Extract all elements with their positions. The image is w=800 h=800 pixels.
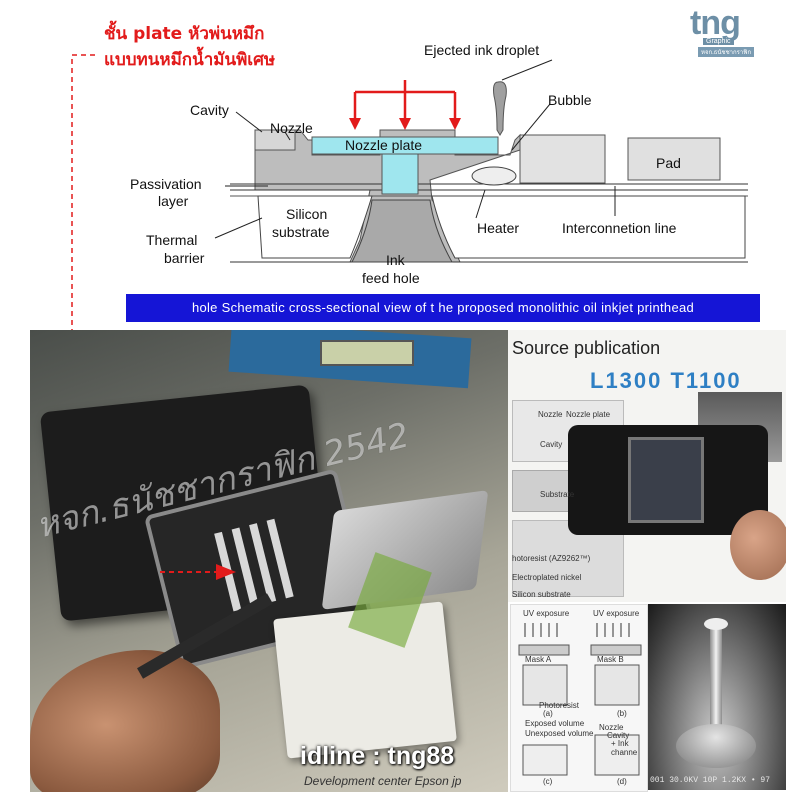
lcd-display bbox=[320, 340, 414, 366]
left-block bbox=[254, 129, 296, 151]
label-passivation-1: Passivation bbox=[130, 176, 202, 192]
src-substrate: Substrate bbox=[540, 490, 575, 499]
uv-c: (c) bbox=[543, 777, 553, 786]
label-passivation-2: layer bbox=[158, 193, 189, 209]
silicon-right bbox=[431, 195, 746, 259]
uv-label-1: UV exposure bbox=[523, 609, 570, 618]
label-heater: Heater bbox=[477, 220, 520, 236]
uv-arrows bbox=[518, 623, 642, 776]
cross-section-diagram bbox=[71, 54, 748, 330]
finger bbox=[730, 510, 786, 580]
uv-photoresist: Photoresist bbox=[539, 701, 580, 710]
uv-label-2: UV exposure bbox=[593, 609, 640, 618]
development-center: Development center Epson jp bbox=[304, 774, 462, 788]
model-label: L1300 T1100 bbox=[590, 368, 742, 393]
uv-b: (b) bbox=[617, 709, 627, 718]
uv-unexposed: Unexposed volume bbox=[525, 729, 594, 738]
src-silicon: Silicon substrate bbox=[512, 590, 571, 599]
uv-a: (a) bbox=[543, 709, 553, 718]
sem-base bbox=[676, 724, 756, 768]
label-thermal-1: Thermal bbox=[146, 232, 198, 248]
bubble-shape bbox=[471, 166, 517, 186]
uv-nozzle: Nozzle bbox=[599, 723, 624, 732]
sem-cap bbox=[704, 618, 728, 630]
uv-cavity: Cavity bbox=[607, 731, 630, 740]
tng-logo: tng bbox=[690, 4, 741, 42]
label-interconnect: Interconnetion line bbox=[562, 220, 677, 236]
printhead-photo: หจก.ธนัชชากราฟิก 2542 bbox=[30, 330, 508, 792]
src-photoresist: hotoresist (AZ9262™) bbox=[512, 554, 591, 563]
nozzle-plate-stem bbox=[381, 153, 419, 195]
ink-droplet bbox=[493, 81, 507, 136]
hand bbox=[30, 650, 220, 792]
sem-image: 001 30.0KV 10P 1.2KX • 97 bbox=[648, 604, 786, 790]
label-ejected: Ejected ink droplet bbox=[424, 42, 540, 58]
label-leaders bbox=[214, 59, 616, 239]
logo-sub-thai: หจก.ธนัชชากราฟิก bbox=[698, 47, 755, 57]
silicon-left bbox=[257, 195, 373, 259]
label-nozzle: Nozzle bbox=[270, 120, 313, 136]
head-photo bbox=[568, 425, 768, 535]
src-nickel: Electroplated nickel bbox=[512, 573, 582, 582]
uv-exposed: Exposed volume bbox=[525, 719, 585, 728]
idline-text: idline : tng88 bbox=[300, 742, 455, 770]
source-title: Source publication bbox=[512, 338, 661, 358]
uv-ink-channel: + Ink channe bbox=[611, 739, 638, 757]
mask-a: Mask A bbox=[525, 655, 552, 664]
label-ink-1: Ink bbox=[386, 252, 405, 268]
sem-caption: 001 30.0KV 10P 1.2KX • 97 bbox=[650, 776, 771, 785]
mask-b: Mask B bbox=[597, 655, 624, 664]
source-publication-panel bbox=[508, 330, 786, 602]
label-cavity: Cavity bbox=[190, 102, 229, 118]
label-ink-2: feed hole bbox=[362, 270, 420, 286]
src-cavity: Cavity bbox=[540, 440, 563, 449]
uv-process-diagram: UV exposure UV exposure Mask A Mask B Ph… bbox=[510, 604, 648, 792]
uv-d: (d) bbox=[617, 777, 627, 786]
pad-block bbox=[627, 137, 721, 181]
thai-title-line1: ชั้น plate หัวพ่นหมึก bbox=[104, 24, 265, 44]
right-block bbox=[519, 134, 606, 184]
label-bubble: Bubble bbox=[548, 92, 592, 108]
photo-arrow bbox=[160, 564, 236, 580]
label-pad: Pad bbox=[656, 155, 681, 171]
sem-pillar bbox=[710, 626, 722, 736]
dashed-leader bbox=[71, 54, 95, 330]
label-silicon-2: substrate bbox=[272, 224, 330, 240]
label-silicon-1: Silicon bbox=[286, 206, 328, 222]
ink-feed-hole bbox=[351, 199, 453, 263]
label-thermal-2: barrier bbox=[164, 250, 205, 266]
label-nozzle-plate: Nozzle plate bbox=[345, 137, 423, 153]
thai-title-line2: แบบทนหมึกน้ำมันพิเศษ bbox=[104, 50, 276, 70]
src-nozzle: Nozzle bbox=[538, 410, 563, 419]
red-arrows bbox=[349, 80, 461, 130]
src-nozzle-plate: Nozzle plate bbox=[566, 410, 611, 419]
logo-sub: Graphic bbox=[703, 38, 734, 45]
caption-banner: hole Schematic cross-sectional view of t… bbox=[126, 294, 760, 322]
